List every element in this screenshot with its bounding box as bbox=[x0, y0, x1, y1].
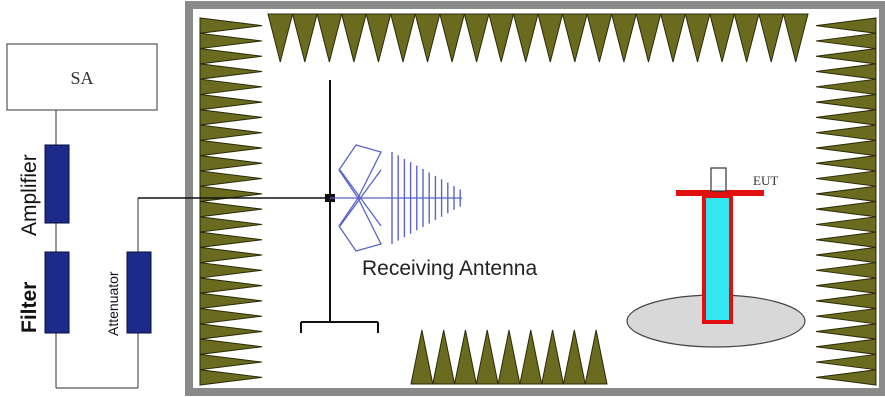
floor-absorbers bbox=[410, 329, 608, 385]
pyramid-absorber-icon bbox=[584, 329, 608, 385]
pyramid-absorber-icon bbox=[199, 109, 263, 126]
pyramid-absorber-icon bbox=[410, 329, 434, 385]
pyramid-absorber-icon bbox=[199, 155, 263, 172]
pyramid-absorber-icon bbox=[815, 124, 877, 141]
pyramid-absorber-icon bbox=[199, 216, 263, 233]
eut-label: EUT bbox=[753, 173, 778, 188]
pyramid-absorber-icon bbox=[815, 93, 877, 111]
pyramid-absorber-icon bbox=[733, 13, 760, 63]
pyramid-absorber-icon bbox=[815, 200, 877, 218]
pyramid-absorber-icon bbox=[815, 292, 877, 310]
pyramid-absorber-icon bbox=[684, 13, 711, 63]
filter-label: Filter bbox=[18, 282, 41, 333]
pyramid-absorber-icon bbox=[199, 124, 263, 141]
spectrum-analyzer-box bbox=[6, 43, 158, 111]
pyramid-absorber-icon bbox=[815, 170, 877, 187]
pyramid-absorber-icon bbox=[815, 155, 877, 172]
top-absorbers bbox=[267, 13, 809, 63]
pyramid-absorber-icon bbox=[453, 329, 477, 385]
pyramid-absorber-icon bbox=[316, 13, 343, 63]
receiving-antenna-label: Receiving Antenna bbox=[362, 257, 537, 280]
pyramid-absorber-icon bbox=[512, 13, 539, 63]
pyramid-absorber-icon bbox=[432, 329, 456, 385]
attenuator-label: Attenuator bbox=[105, 271, 121, 336]
pyramid-absorber-icon bbox=[291, 13, 318, 63]
pyramid-absorber-icon bbox=[815, 216, 877, 233]
pyramid-absorber-icon bbox=[199, 338, 263, 355]
pyramid-absorber-icon bbox=[815, 139, 877, 157]
antenna-dipole-elements bbox=[391, 152, 461, 244]
pyramid-absorber-icon bbox=[815, 307, 877, 325]
pyramid-absorber-icon bbox=[199, 307, 263, 325]
pyramid-absorber-icon bbox=[199, 48, 263, 65]
pyramid-absorber-icon bbox=[199, 246, 263, 264]
pyramid-absorber-icon bbox=[815, 78, 877, 96]
pyramid-absorber-icon bbox=[758, 13, 785, 63]
pyramid-absorber-icon bbox=[815, 185, 877, 203]
pyramid-absorber-icon bbox=[610, 13, 637, 63]
pyramid-absorber-icon bbox=[390, 13, 416, 63]
left-absorbers bbox=[199, 17, 263, 386]
pyramid-absorber-icon bbox=[199, 353, 263, 371]
pyramid-absorber-icon bbox=[815, 338, 877, 355]
filter-block bbox=[44, 251, 70, 334]
pyramid-absorber-icon bbox=[199, 231, 263, 248]
pyramid-absorber-icon bbox=[815, 246, 877, 264]
attenuator-block bbox=[126, 251, 152, 334]
pyramid-absorber-icon bbox=[199, 369, 263, 386]
pyramid-absorber-icon bbox=[815, 109, 877, 126]
pyramid-absorber-icon bbox=[199, 185, 263, 203]
pyramid-absorber-icon bbox=[561, 13, 588, 63]
pyramid-absorber-icon bbox=[815, 32, 877, 50]
pyramid-absorber-icon bbox=[519, 329, 543, 385]
pyramid-absorber-icon bbox=[199, 93, 263, 111]
pyramid-absorber-icon bbox=[660, 13, 686, 63]
pyramid-absorber-icon bbox=[541, 329, 565, 385]
pyramid-absorber-icon bbox=[815, 231, 877, 248]
pyramid-absorber-icon bbox=[199, 170, 263, 187]
pyramid-absorber-icon bbox=[709, 13, 736, 63]
eut-crossbar bbox=[676, 190, 764, 196]
pyramid-absorber-icon bbox=[267, 13, 294, 63]
amplifier-block bbox=[44, 144, 70, 224]
pyramid-absorber-icon bbox=[815, 369, 877, 386]
pyramid-absorber-icon bbox=[586, 13, 613, 63]
pyramid-absorber-icon bbox=[537, 13, 564, 63]
pyramid-absorber-icon bbox=[439, 13, 466, 63]
pyramid-absorber-icon bbox=[365, 13, 392, 63]
pyramid-absorber-icon bbox=[815, 277, 877, 294]
pyramid-absorber-icon bbox=[414, 13, 441, 63]
pyramid-absorber-icon bbox=[199, 292, 263, 310]
eut-support-post bbox=[702, 194, 733, 324]
pyramid-absorber-icon bbox=[199, 277, 263, 294]
pyramid-absorber-icon bbox=[475, 329, 499, 385]
pyramid-absorber-icon bbox=[199, 78, 263, 96]
pyramid-absorber-icon bbox=[488, 13, 515, 63]
pyramid-absorber-icon bbox=[199, 17, 263, 34]
pyramid-absorber-icon bbox=[815, 17, 877, 34]
pyramid-absorber-icon bbox=[199, 32, 263, 50]
eut-device bbox=[710, 167, 727, 192]
pyramid-absorber-icon bbox=[635, 13, 662, 63]
pyramid-absorber-icon bbox=[463, 13, 490, 63]
pyramid-absorber-icon bbox=[562, 329, 586, 385]
pyramid-absorber-icon bbox=[815, 48, 877, 65]
log-periodic-antenna-icon bbox=[338, 144, 382, 252]
pyramid-absorber-icon bbox=[199, 323, 263, 340]
pyramid-absorber-icon bbox=[782, 13, 809, 63]
pyramid-absorber-icon bbox=[815, 262, 877, 279]
pyramid-absorber-icon bbox=[340, 13, 367, 63]
pyramid-absorber-icon bbox=[815, 323, 877, 340]
pyramid-absorber-icon bbox=[497, 329, 521, 385]
pyramid-absorber-icon bbox=[199, 139, 263, 157]
pyramid-absorber-icon bbox=[199, 262, 263, 279]
pyramid-absorber-icon bbox=[199, 200, 263, 218]
right-absorbers bbox=[815, 17, 877, 386]
amplifier-label: Amplifier bbox=[18, 154, 41, 236]
spectrum-analyzer-label: SA bbox=[70, 68, 93, 88]
pyramid-absorber-icon bbox=[815, 353, 877, 371]
pyramid-absorber-icon bbox=[199, 63, 263, 80]
pyramid-absorber-icon bbox=[815, 63, 877, 80]
